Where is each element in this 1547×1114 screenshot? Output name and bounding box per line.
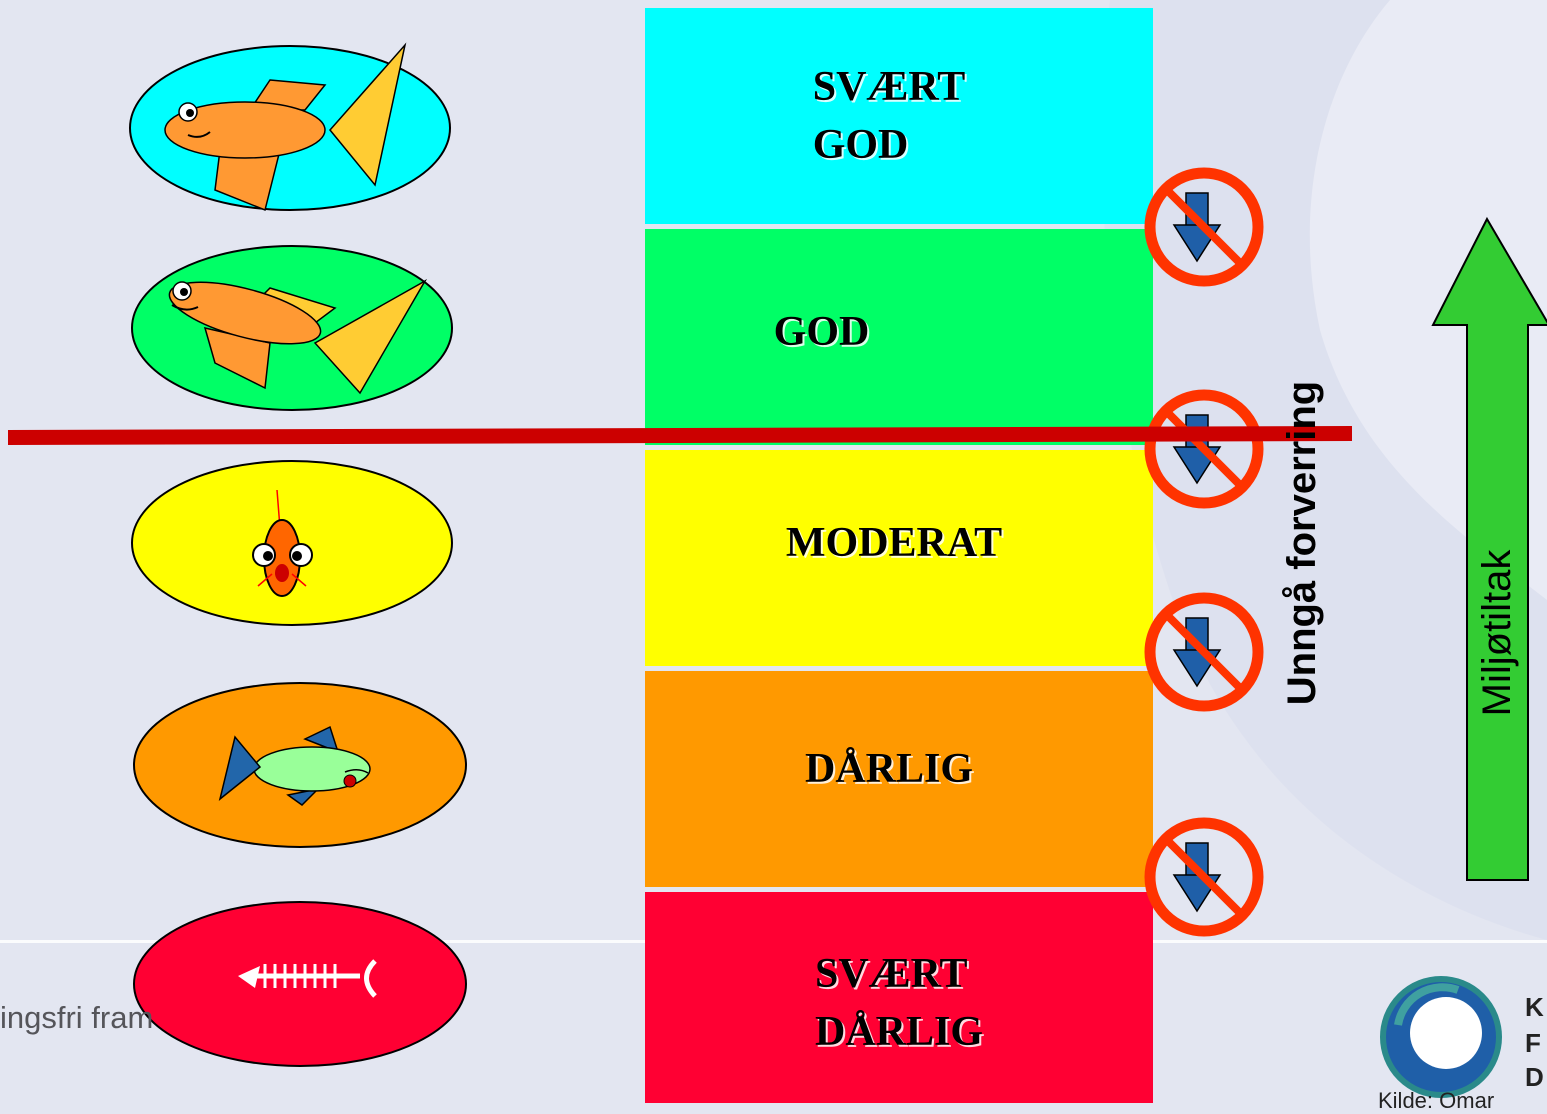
band-very-good: SVÆRT GOD <box>645 8 1153 224</box>
source-caption: Kilde: Omar <box>1378 1088 1495 1113</box>
worried-fish-icon <box>131 460 453 626</box>
avoid-deterioration-label: Unngå forverring <box>1280 380 1324 706</box>
band-very-poor-label: SVÆRT DÅRLIG <box>814 950 984 1055</box>
org-name-line-2: F <box>1525 1028 1541 1058</box>
sick-fish-icon <box>133 682 467 848</box>
happy-fish-icon <box>129 42 451 212</box>
band-moderate-label: MODERAT <box>785 520 1003 566</box>
band-poor-label: DÅRLIG <box>804 746 974 792</box>
good-fish-icon <box>131 245 453 411</box>
no-downgrade-icon <box>1144 167 1264 287</box>
no-downgrade-icon <box>1144 817 1264 937</box>
footer-slogan: ingsfri fram <box>0 1000 154 1035</box>
org-name-line-1: K <box>1525 992 1544 1022</box>
band-poor: DÅRLIG <box>645 671 1153 887</box>
no-downgrade-icon <box>1144 389 1264 509</box>
band-good: GOD <box>645 229 1153 445</box>
band-good-label: GOD <box>773 309 870 355</box>
no-downgrade-icon <box>1144 592 1264 712</box>
org-name-line-3: D <box>1525 1062 1544 1092</box>
environmental-measures-label: Miljøtiltak <box>1475 549 1519 717</box>
band-very-good-label: SVÆRT GOD <box>812 64 966 168</box>
band-very-poor: SVÆRT DÅRLIG <box>645 892 1153 1103</box>
dead-fish-icon <box>133 901 467 1067</box>
band-moderate: MODERAT <box>645 450 1153 666</box>
organization-logo <box>1380 976 1502 1098</box>
improvement-arrow-icon <box>1431 216 1547 881</box>
